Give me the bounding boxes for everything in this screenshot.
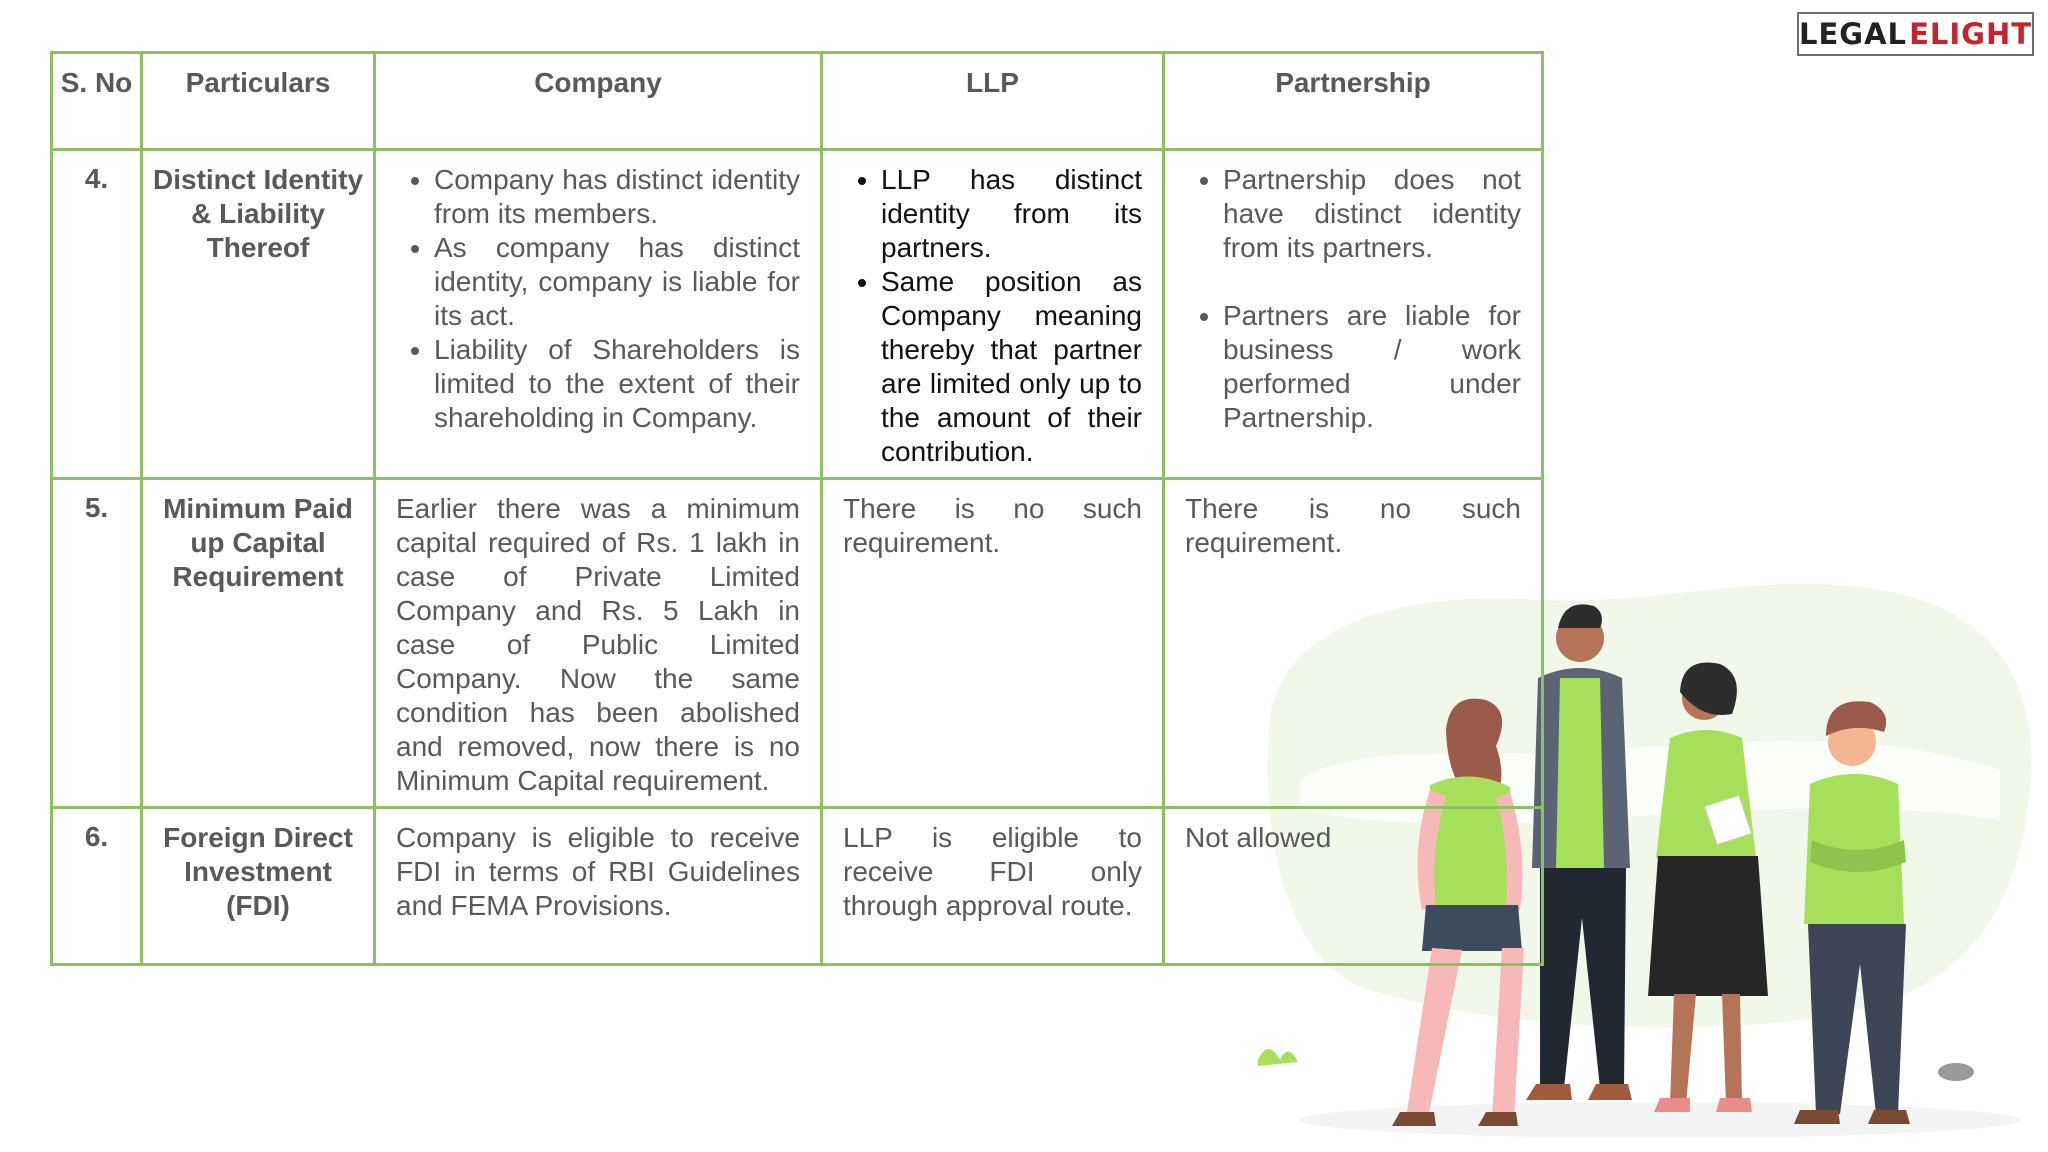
row-particulars: Distinct Identity & Liability Thereof	[140, 148, 376, 480]
row-partnership: Partnership does not have distinct ident…	[1162, 148, 1544, 480]
row-sno: 4.	[50, 148, 143, 480]
row-partnership: There is no such requirement.	[1162, 477, 1544, 809]
table-header-row: S. No Particulars Company LLP Partnershi…	[50, 51, 1544, 151]
header-partnership: Partnership	[1162, 51, 1544, 151]
llp-bullet-list: LLP has distinct identity from its partn…	[843, 163, 1142, 469]
row-llp: There is no such requirement.	[820, 477, 1165, 809]
comparison-table: S. No Particulars Company LLP Partnershi…	[50, 51, 1544, 966]
header-sno: S. No	[50, 51, 143, 151]
row-partnership: Not allowed	[1162, 806, 1544, 966]
logo-text-delight: ELIGHT	[1909, 16, 2032, 51]
header-llp: LLP	[820, 51, 1165, 151]
list-item: LLP has distinct identity from its partn…	[881, 163, 1142, 265]
table-row: 4. Distinct Identity & Liability Thereof…	[50, 148, 1544, 480]
row-company: Earlier there was a minimum capital requ…	[373, 477, 823, 809]
row-llp: LLP has distinct identity from its partn…	[820, 148, 1165, 480]
header-particulars: Particulars	[140, 51, 376, 151]
row-particulars: Minimum Paid up Capital Requirement	[140, 477, 376, 809]
header-company: Company	[373, 51, 823, 151]
row-sno: 5.	[50, 477, 143, 809]
brand-logo: LEGAL ELIGHT	[1797, 12, 2034, 56]
company-bullet-list: Company has distinct identity from its m…	[396, 163, 800, 435]
list-item: Same position as Company meaning thereby…	[881, 265, 1142, 469]
row-company: Company is eligible to receive FDI in te…	[373, 806, 823, 966]
row-sno: 6.	[50, 806, 143, 966]
row-particulars: Foreign Direct Investment (FDI)	[140, 806, 376, 966]
table-row: 6. Foreign Direct Investment (FDI) Compa…	[50, 806, 1544, 966]
partnership-bullet-list: Partnership does not have distinct ident…	[1185, 163, 1521, 435]
list-item: Company has distinct identity from its m…	[434, 163, 800, 231]
list-item: Partners are liable for business / work …	[1223, 299, 1521, 435]
list-item: Partnership does not have distinct ident…	[1223, 163, 1521, 265]
list-item: As company has distinct identity, compan…	[434, 231, 800, 333]
row-company: Company has distinct identity from its m…	[373, 148, 823, 480]
row-llp: LLP is eligible to receive FDI only thro…	[820, 806, 1165, 966]
logo-text-legal: LEGAL	[1799, 16, 1908, 51]
table-row: 5. Minimum Paid up Capital Requirement E…	[50, 477, 1544, 809]
list-item: Liability of Shareholders is limited to …	[434, 333, 800, 435]
